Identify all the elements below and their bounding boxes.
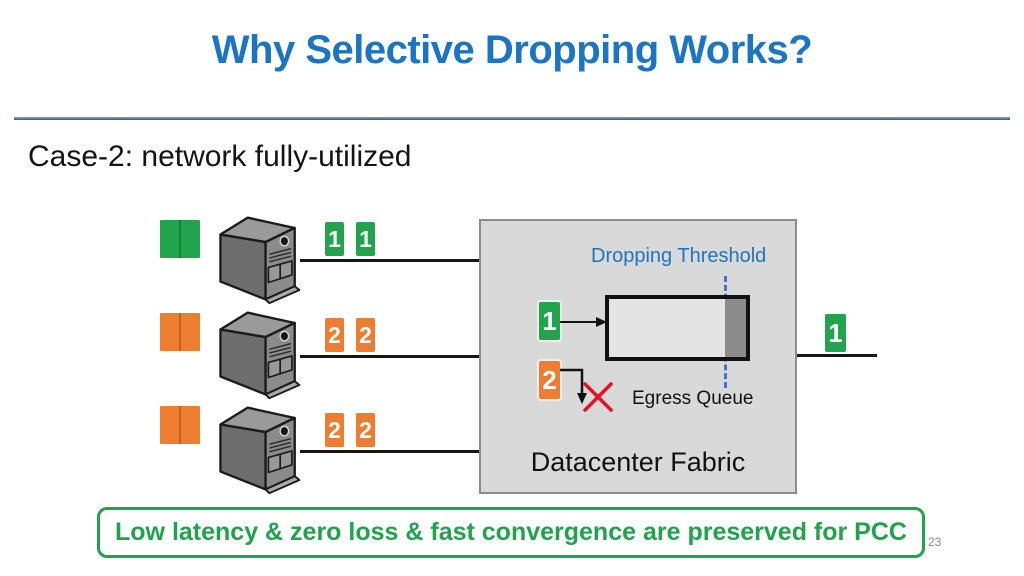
packet-badge: 1 (356, 222, 375, 256)
sender-1-buffer-tiles (160, 220, 200, 258)
elbow-arrow-icon (560, 368, 587, 404)
dropped-packet-badge: 2 (539, 361, 560, 399)
dropping-threshold-label: Dropping Threshold (591, 245, 767, 267)
queue-occupancy (725, 299, 746, 357)
packet-badge: 2 (325, 318, 344, 352)
wire (300, 355, 480, 358)
buffer-tile (160, 406, 179, 444)
egress-queue-label: Egress Queue (632, 388, 754, 409)
buffer-tile (181, 313, 200, 351)
buffer-tile (160, 313, 179, 351)
packet-badge: 1 (325, 222, 344, 256)
wire (300, 450, 480, 453)
conclusion-box: Low latency & zero loss & fast convergen… (97, 507, 925, 558)
packet-badge: 2 (356, 413, 375, 447)
server-icon (219, 216, 301, 305)
buffer-tile (181, 406, 200, 444)
sender-3-buffer-tiles (160, 406, 200, 444)
buffer-tile (160, 220, 179, 258)
right-arrow-icon (560, 317, 607, 327)
page-number: 23 (928, 535, 942, 549)
output-wire (797, 354, 877, 357)
wire (300, 259, 480, 262)
case-label: Case-2: network fully-utilized (28, 140, 412, 173)
server-icon (219, 311, 301, 400)
drop-x-icon (583, 382, 613, 412)
output-packet-badge: 1 (825, 314, 846, 352)
datacenter-fabric-label: Datacenter Fabric (530, 447, 746, 477)
buffer-tile (181, 220, 200, 258)
conclusion-text: Low latency & zero loss & fast convergen… (115, 518, 907, 546)
admitted-packet-badge: 1 (539, 302, 560, 340)
sender-2-buffer-tiles (160, 313, 200, 351)
packet-badge: 2 (325, 413, 344, 447)
egress-queue (605, 295, 750, 361)
title-divider (14, 117, 1010, 120)
datacenter-fabric-box: Dropping Threshold 1 2 Egress Queue Data… (479, 219, 797, 494)
slide-title: Why Selective Dropping Works? (211, 28, 813, 72)
server-icon (219, 406, 301, 495)
packet-badge: 2 (356, 318, 375, 352)
